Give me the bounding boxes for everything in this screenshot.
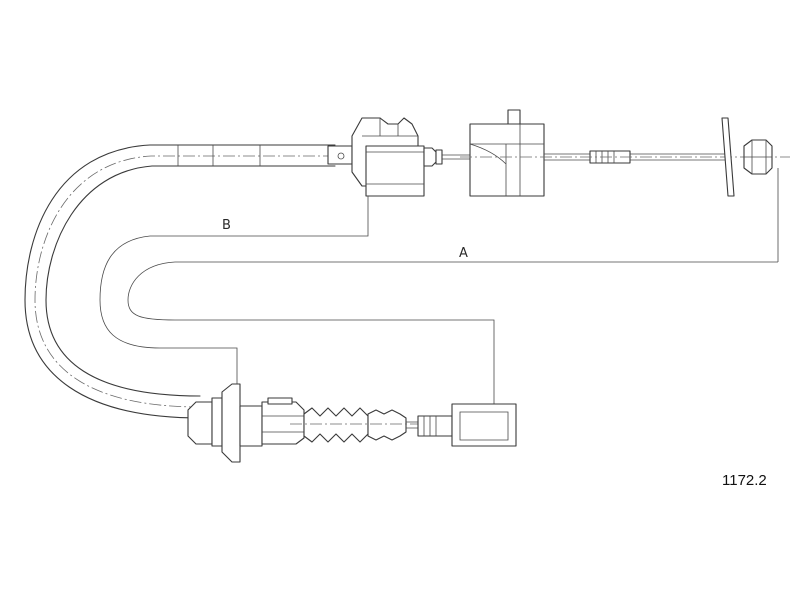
dimension-b-line: [99, 196, 369, 384]
dimension-b-label: B: [222, 218, 231, 233]
dimension-a-line: [127, 168, 779, 404]
end-nut: [721, 117, 773, 197]
upper-end-fitting: [327, 117, 443, 197]
threaded-rod: [544, 150, 790, 164]
adjuster-body: [460, 109, 560, 197]
part-number: 1172.2: [722, 472, 767, 489]
dimension-a-label: A: [459, 246, 468, 261]
inner-wire: [442, 154, 470, 160]
lower-end-fitting: [187, 383, 305, 463]
lower-rod-eye: [406, 403, 517, 447]
cable-sheath: [24, 144, 336, 419]
rubber-boot: [290, 407, 440, 443]
